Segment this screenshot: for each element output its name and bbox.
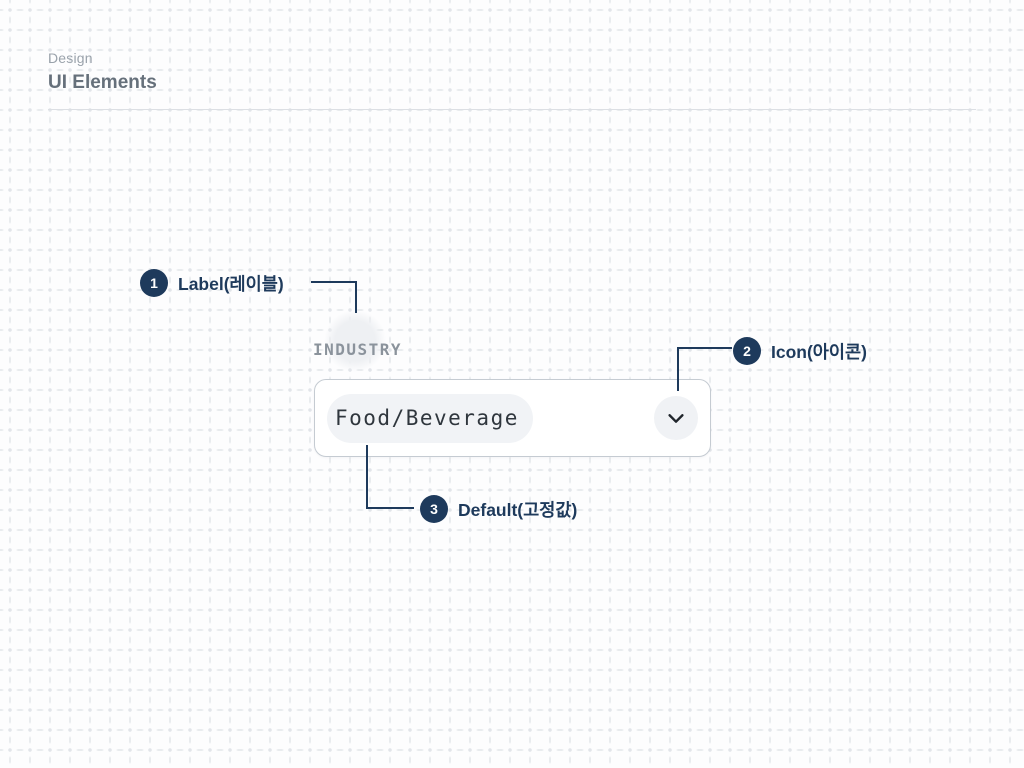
callout-line-icon xyxy=(677,347,732,391)
callout-label: 1 Label(레이블) xyxy=(140,269,284,297)
breadcrumb-category: Design xyxy=(48,50,93,66)
callout-number-badge: 2 xyxy=(733,337,761,365)
callout-number-badge: 1 xyxy=(140,269,168,297)
callout-text: Label(레이블) xyxy=(178,273,284,294)
dropdown-toggle-button[interactable] xyxy=(654,396,698,440)
callout-text: Icon(아이콘) xyxy=(771,341,867,362)
callout-default: 3 Default(고정값) xyxy=(420,495,577,523)
industry-field-label: INDUSTRY xyxy=(313,340,403,359)
header-divider xyxy=(48,109,976,110)
page-title: UI Elements xyxy=(48,72,157,93)
callout-number-badge: 3 xyxy=(420,495,448,523)
callout-line-label xyxy=(311,281,357,313)
industry-select[interactable]: Food/Beverage xyxy=(314,379,711,457)
callout-icon: 2 Icon(아이콘) xyxy=(733,337,867,365)
callout-line-default xyxy=(366,445,414,509)
label-highlight-circle xyxy=(324,310,386,372)
selected-value: Food/Beverage xyxy=(335,406,519,430)
selected-value-highlight: Food/Beverage xyxy=(327,393,533,443)
chevron-down-icon xyxy=(665,407,687,429)
callout-text: Default(고정값) xyxy=(458,499,578,520)
